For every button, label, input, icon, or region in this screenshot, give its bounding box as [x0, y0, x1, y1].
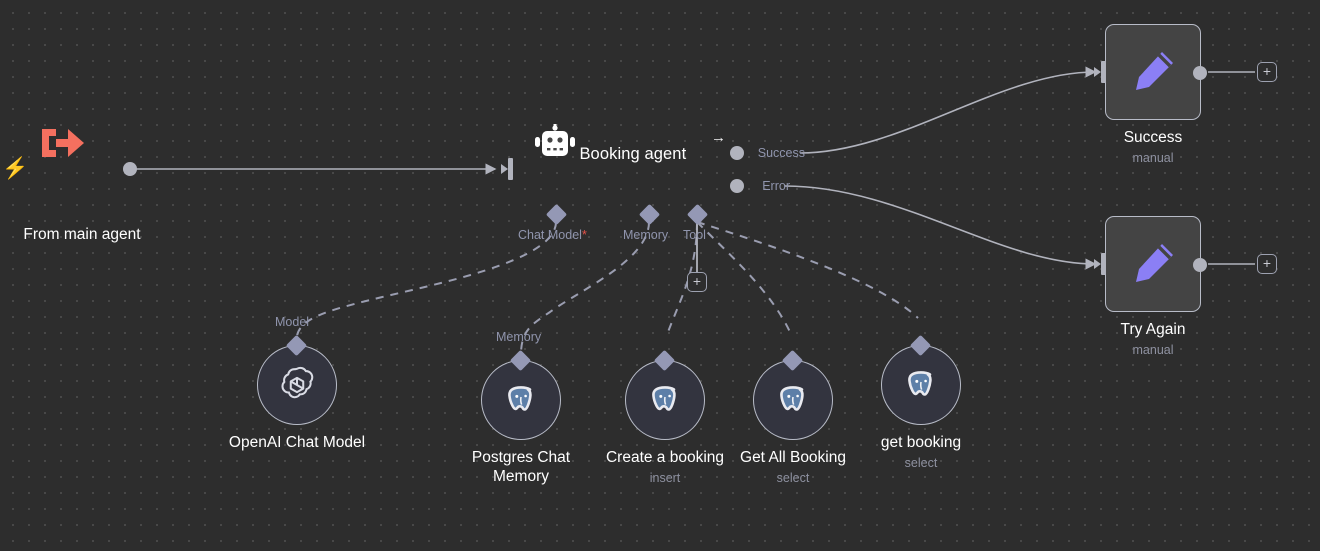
node-subtitle: select: [776, 471, 810, 485]
get-all-booking-body[interactable]: [753, 360, 833, 440]
postgres-icon: [908, 371, 932, 396]
node-try-again[interactable]: Try Again manual: [1094, 216, 1207, 357]
arrow-right-icon: →: [711, 129, 726, 146]
from-main-agent-body[interactable]: [34, 121, 137, 217]
add-tool-button[interactable]: +: [687, 272, 707, 292]
pencil-icon: [1136, 244, 1173, 282]
get-booking-body[interactable]: [881, 345, 961, 425]
sub-node-port-label: Memory: [496, 330, 542, 344]
node-subtitle: insert: [649, 471, 681, 485]
output-port[interactable]: [1193, 66, 1207, 80]
try-again-node-body[interactable]: [1094, 216, 1207, 312]
node-title: get booking: [880, 434, 962, 451]
output-label-error: Error: [762, 179, 790, 193]
openai-icon: [281, 366, 314, 399]
node-from-main-agent[interactable]: From main agent: [23, 121, 141, 243]
add-node-button-success[interactable]: +: [1257, 62, 1277, 82]
node-title: Success: [1123, 129, 1183, 146]
node-title: Try Again: [1120, 321, 1186, 338]
input-port[interactable]: [1094, 61, 1106, 83]
add-node-button-try-again[interactable]: +: [1257, 254, 1277, 274]
openai-chat-model-body[interactable]: [257, 345, 337, 425]
node-title: Create a booking: [605, 449, 725, 466]
node-subtitle: select: [904, 456, 938, 470]
pencil-icon: [1136, 52, 1173, 90]
sub-port-label-chat-model: Chat Model*: [518, 228, 587, 242]
node-get-all-booking[interactable]: Get All Booking select: [740, 349, 846, 485]
output-port[interactable]: [1193, 258, 1207, 272]
output-label-success: Success: [757, 146, 805, 160]
sub-port-tool[interactable]: [686, 203, 709, 226]
create-a-booking-body[interactable]: [625, 360, 705, 440]
output-port[interactable]: [123, 162, 137, 176]
postgres-icon: [652, 386, 676, 411]
node-get-booking[interactable]: get booking select: [881, 334, 961, 470]
lightning-bolt-icon: ⚡: [2, 157, 29, 180]
node-title: OpenAI Chat Model: [228, 434, 366, 451]
node-title: From main agent: [23, 226, 141, 243]
node-booking-agent[interactable]: → Booking agent Success Error: [501, 123, 805, 242]
sub-port-chat-model[interactable]: [545, 203, 568, 226]
success-node-body[interactable]: [1094, 24, 1207, 120]
input-port[interactable]: [501, 158, 513, 180]
node-title: Postgres Chat Memory: [471, 449, 571, 485]
sub-port-label-text: Chat Model: [518, 228, 582, 242]
output-port-success[interactable]: [730, 146, 744, 160]
postgres-icon: [508, 386, 532, 411]
sub-port-label-memory: Memory: [623, 228, 669, 242]
sub-node-port-label: Model: [275, 315, 310, 329]
execute-workflow-trigger-icon: [42, 129, 84, 157]
postgres-chat-memory-body[interactable]: [481, 360, 561, 440]
node-success[interactable]: Success manual: [1094, 24, 1207, 165]
node-postgres-chat-memory[interactable]: Memory Postgres Chat Memory: [472, 330, 570, 485]
node-subtitle: manual: [1132, 343, 1174, 357]
node-subtitle: manual: [1132, 151, 1174, 165]
input-port[interactable]: [1094, 253, 1106, 275]
edge-tool-get-booking: [696, 221, 919, 319]
node-openai-chat-model[interactable]: Model OpenAI Chat Model: [229, 315, 365, 451]
sub-port-label-tool: Tool: [683, 228, 706, 242]
edge-success-to-success-node: [799, 66, 1097, 154]
node-title: Booking agent: [579, 145, 687, 163]
edge-tool-get-all-booking: [696, 221, 791, 333]
postgres-icon: [780, 386, 804, 411]
robot-icon: [535, 124, 575, 156]
node-create-a-booking[interactable]: Create a booking insert: [606, 349, 724, 485]
booking-agent-body[interactable]: → Booking agent Success Error: [501, 123, 805, 226]
required-asterisk: *: [581, 228, 587, 242]
sub-port-memory[interactable]: [638, 203, 661, 226]
node-title: Get All Booking: [740, 449, 846, 466]
edge-error-to-try-again-node: [784, 185, 1097, 270]
output-port-error[interactable]: [730, 179, 744, 193]
